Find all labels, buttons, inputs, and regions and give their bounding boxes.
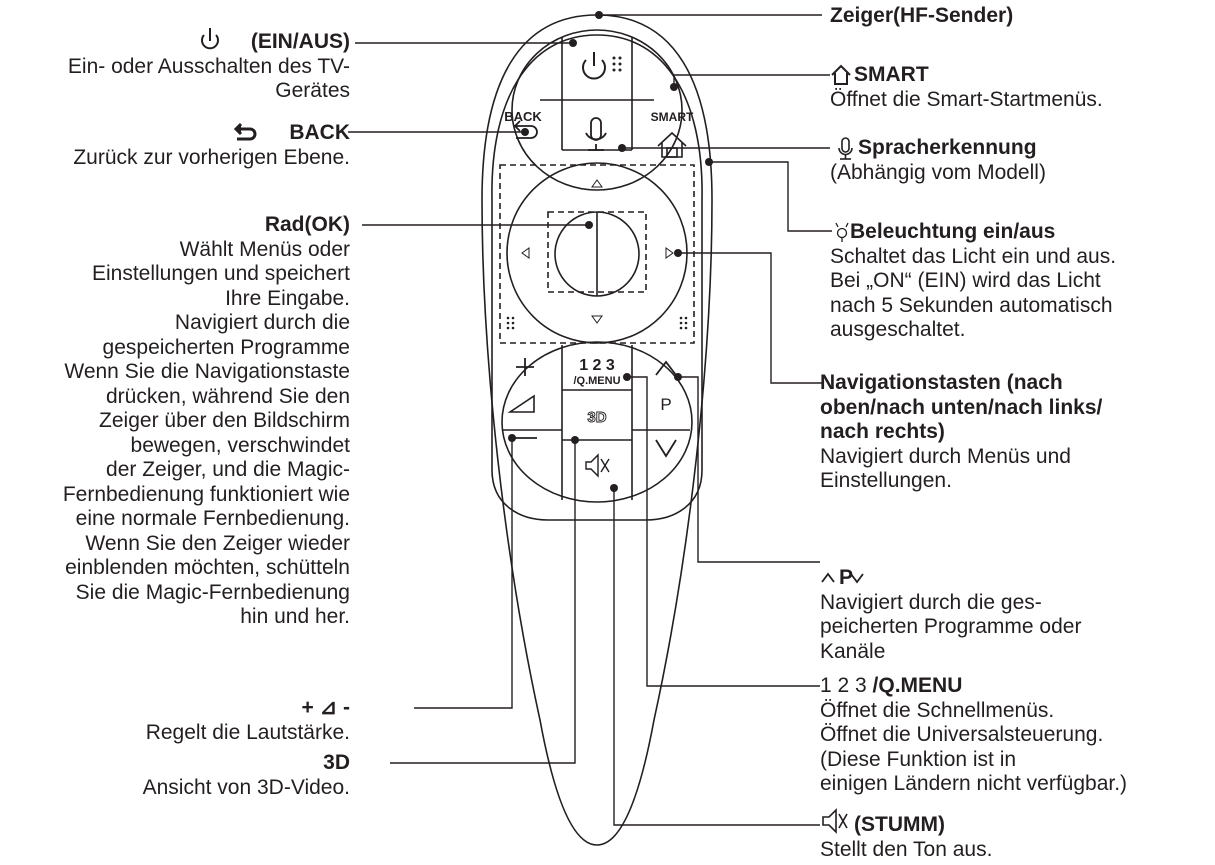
- back-desc: Zurück zur vorherigen Ebene.: [73, 145, 350, 169]
- smart-desc: Öffnet die Smart-Startmenüs.: [830, 87, 1103, 111]
- power-icon[interactable]: [582, 52, 606, 80]
- back-arrow-icon[interactable]: [513, 120, 538, 139]
- bulb-icon: [835, 222, 849, 242]
- pointer-title: Zeiger(HF-Sender): [830, 4, 1014, 27]
- volume-plus-icon[interactable]: [516, 358, 534, 376]
- mute-icon[interactable]: [585, 453, 610, 478]
- remote-qmenu-text[interactable]: /Q.MENU: [573, 375, 620, 387]
- nav-title: Navigationstasten (nach oben/nach unten/…: [820, 371, 1103, 443]
- remote-p-text: P: [660, 395, 671, 414]
- smart-label: SMART Öffnet die Smart-Startmenüs.: [830, 63, 1103, 112]
- microphone-icon[interactable]: [585, 117, 607, 151]
- power-desc: Ein- oder Ausschalten des TV- Gerätes: [67, 54, 350, 103]
- nav-dashed-frame: [499, 164, 695, 344]
- home-icon[interactable]: [657, 131, 687, 158]
- chevron-down-icon[interactable]: [655, 439, 677, 458]
- threed-label: 3D Ansicht von 3D-Video.: [143, 751, 350, 800]
- threed-desc: Ansicht von 3D-Video.: [142, 775, 350, 799]
- remote-faceplate: [491, 34, 703, 521]
- light-label: Beleuchtung ein/aus Schaltet das Licht e…: [830, 220, 1116, 343]
- nav-left-arrow[interactable]: [521, 247, 530, 259]
- remote-body-outline: [481, 14, 713, 846]
- power-label: (EIN/AUS) Ein- oder Ausschalten des TV- …: [68, 30, 350, 104]
- back-title: BACK: [289, 121, 350, 144]
- microphone-icon: [838, 137, 853, 160]
- nav-right-arrow[interactable]: [665, 247, 674, 259]
- wheel-title: Rad(OK): [264, 213, 350, 236]
- power-icon: [201, 28, 219, 50]
- qmenu-desc: Öffnet die Schnellmenüs. Öffnet die Univ…: [820, 698, 1128, 796]
- smart-title: SMART: [854, 63, 929, 86]
- program-title: P: [839, 566, 854, 589]
- power-title: (EIN/AUS): [250, 30, 350, 53]
- volume-label: + ⊿ - Regelt die Lautstärke.: [146, 696, 350, 745]
- volume-icon: [507, 394, 535, 413]
- wheel-dashed-box: [547, 211, 647, 293]
- mute-label: (STUMM) Stellt den Ton aus.: [820, 813, 992, 862]
- qmenu-prefix: 1 2 3: [820, 674, 873, 697]
- wheel-desc: Wählt Menüs oder Einstellungen und speic…: [62, 237, 350, 629]
- nav-desc: Navigiert durch Menüs und Einstellungen.: [820, 444, 1071, 493]
- back-arrow-icon: [233, 122, 257, 141]
- chevron-up-icon: [821, 572, 835, 583]
- remote-smart-text[interactable]: SMART: [651, 110, 694, 124]
- program-label: P Navigiert durch die ges- peicherten Pr…: [820, 566, 1081, 664]
- remote-num-text[interactable]: 1 2 3: [579, 357, 615, 374]
- program-desc: Navigiert durch die ges- peicherten Prog…: [820, 590, 1082, 663]
- light-title: Beleuchtung ein/aus: [850, 220, 1056, 243]
- voice-desc: (Abhängig vom Modell): [830, 160, 1046, 184]
- chevron-up-icon[interactable]: [655, 360, 677, 376]
- threed-title: 3D: [323, 751, 350, 774]
- nav-down-arrow[interactable]: [591, 315, 603, 324]
- voice-title: Spracherkennung: [858, 136, 1037, 159]
- qmenu-title: /Q.MENU: [872, 674, 963, 697]
- remote-back-text[interactable]: BACK: [504, 109, 542, 124]
- nav-label: Navigationstasten (nach oben/nach unten/…: [820, 371, 1102, 494]
- mute-title: (STUMM): [854, 813, 945, 836]
- back-label: BACK Zurück zur vorherigen Ebene.: [73, 121, 350, 170]
- volume-desc: Regelt die Lautstärke.: [145, 720, 350, 744]
- voice-label: Spracherkennung (Abhängig vom Modell): [830, 136, 1046, 185]
- home-icon: [831, 64, 851, 85]
- mute-desc: Stellt den Ton aus.: [820, 837, 993, 861]
- qmenu-label: 1 2 3 /Q.MENU Öffnet die Schnellmenüs. Ö…: [820, 674, 1127, 797]
- pointer-label: Zeiger(HF-Sender): [830, 4, 1013, 29]
- nav-up-arrow[interactable]: [591, 179, 603, 188]
- chevron-down-icon: [850, 573, 864, 584]
- volume-title: + ⊿ -: [301, 696, 350, 719]
- wheel-label: Rad(OK) Wählt Menüs oder Einstellungen u…: [63, 213, 350, 630]
- light-desc: Schaltet das Licht ein und aus. Bei „ON“…: [830, 244, 1117, 342]
- remote-3d-text[interactable]: 3D: [587, 409, 607, 427]
- lower-button-oval: [501, 341, 693, 503]
- top-button-oval: [511, 29, 683, 191]
- mute-icon: [822, 808, 848, 834]
